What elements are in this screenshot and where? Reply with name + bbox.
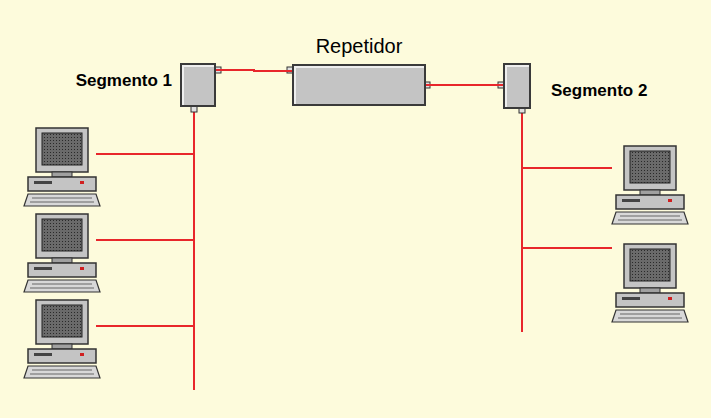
computer [24,214,100,292]
transceiver-box: Segmento 2 [503,63,531,109]
computer [612,244,688,322]
segment-label: Segmento 2 [551,81,647,101]
coax-cable [216,70,292,71]
repeater-box: Repetidor [292,64,426,106]
transceiver-box: Segmento 1 [180,63,216,107]
segment-label: Segmento 1 [76,71,172,91]
computer [24,128,100,206]
coax-cable [426,84,503,86]
segment-label: Repetidor [316,35,403,58]
computer [612,146,688,224]
computer [24,300,100,378]
